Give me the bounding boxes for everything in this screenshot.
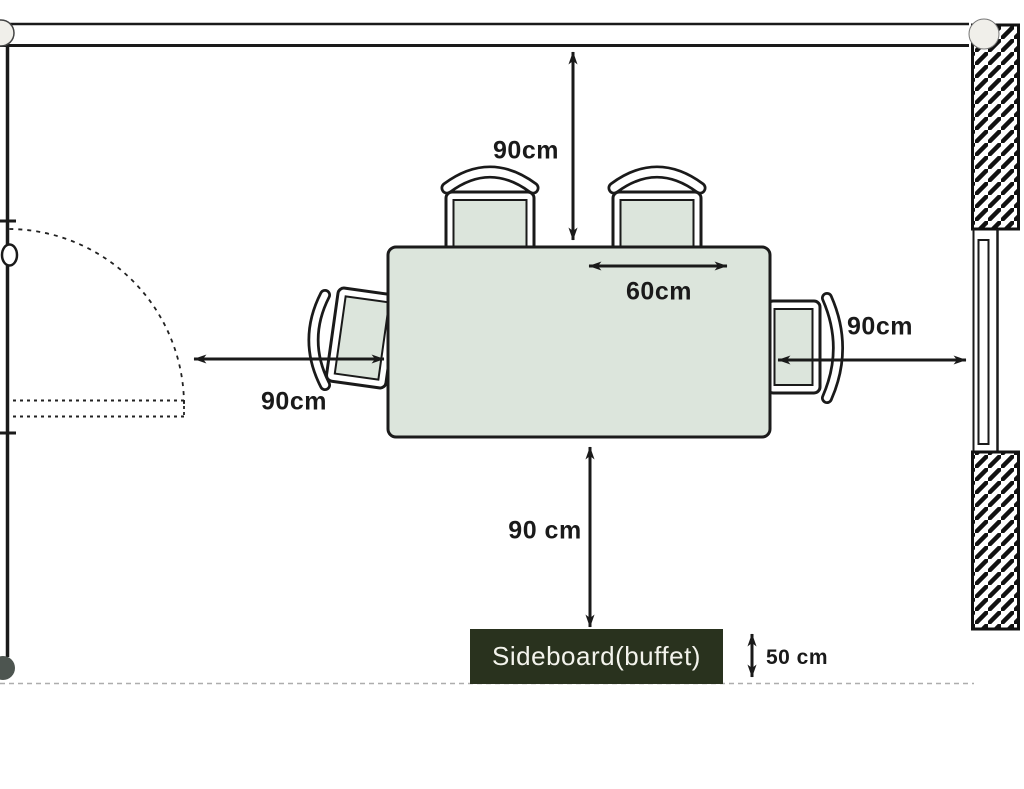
top-wall <box>0 22 969 47</box>
sideboard-label: Sideboard(buffet) <box>492 641 701 671</box>
chair-top-left <box>440 165 540 257</box>
left-wall <box>0 46 16 657</box>
label-sideboard-depth: 50 cm <box>765 646 829 669</box>
label-place-setting: 60cm <box>626 277 692 306</box>
door-swing-arc <box>6 228 185 418</box>
chair-left-back-arc <box>307 289 331 391</box>
window-symbol <box>972 229 999 452</box>
label-top-clearance: 90cm <box>493 136 559 165</box>
chair-right-back-arc <box>821 292 844 404</box>
wall-end-cap <box>0 656 15 680</box>
chair-right <box>765 299 822 395</box>
sideboard-label-box: Sideboard(buffet) <box>470 629 723 684</box>
chair-top-right <box>607 165 707 257</box>
corner-post-left <box>0 19 15 47</box>
label-right-clearance: 90cm <box>847 312 913 341</box>
door-jamb-symbol <box>0 243 19 267</box>
dimension-arrows <box>193 51 967 678</box>
corner-post-right <box>968 18 1000 50</box>
sideboard <box>470 629 723 684</box>
label-left-clearance: 90cm <box>261 387 327 416</box>
label-sideboard-clearance: 90 cm <box>508 516 582 545</box>
wall-hatch-upper <box>971 23 1020 231</box>
wall-hatch-lower <box>971 450 1020 631</box>
dining-table <box>386 245 772 439</box>
